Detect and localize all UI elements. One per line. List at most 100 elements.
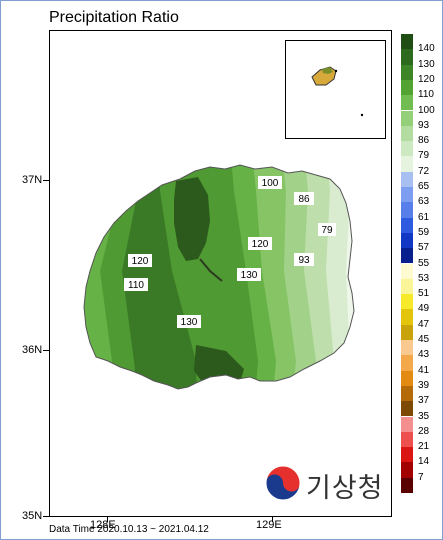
legend-label-28: 28 [418, 425, 430, 437]
kma-emblem-icon [265, 465, 301, 501]
legend-label-37: 37 [418, 395, 430, 407]
contour-label-93: 93 [294, 253, 314, 266]
legend-label-100: 100 [418, 104, 435, 116]
legend-swatch-110 [401, 79, 413, 96]
data-time-footer: Data Time 2020.10.13 ~ 2021.04.12 [49, 524, 209, 535]
fill-130 [84, 165, 200, 389]
legend-swatch-93 [401, 110, 413, 126]
legend-label-39: 39 [418, 379, 430, 391]
river-line [199, 258, 223, 282]
legend-swatch-7 [401, 462, 413, 478]
lon-tick-128 [107, 517, 108, 522]
legend-swatch-28 [401, 416, 413, 432]
ulleungdo-inset [285, 40, 386, 139]
lat-label-36n: 36N [22, 344, 43, 356]
lat-tick-37 [43, 180, 49, 181]
contour-label-130-north: 130 [237, 268, 261, 281]
svg-text:100: 100 [262, 178, 279, 189]
legend-label-86: 86 [418, 135, 430, 147]
svg-text:130: 130 [241, 270, 258, 281]
svg-text:79: 79 [321, 225, 333, 236]
inset-map [311, 66, 364, 117]
legend-label-53: 53 [418, 272, 430, 284]
legend-label-120: 120 [418, 73, 435, 85]
fill-140 [174, 177, 210, 261]
legend-swatch-45 [401, 324, 413, 340]
contour-label-120-east: 120 [248, 237, 272, 250]
legend-label-7: 7 [418, 471, 424, 483]
legend-label-49: 49 [418, 303, 430, 315]
kma-logo-text: 기상청 [306, 473, 384, 504]
legend-swatch-21 [401, 431, 413, 448]
contour-label-130-south: 130 [177, 315, 201, 328]
contour-label-110: 110 [124, 278, 148, 291]
legend-label-57: 57 [418, 242, 430, 254]
svg-text:110: 110 [128, 280, 144, 291]
legend-swatch-41 [401, 355, 413, 371]
legend-swatch-53 [401, 263, 413, 279]
legend-swatch-min [401, 477, 413, 493]
lon-tick-129 [272, 517, 273, 522]
legend-swatch-86 [401, 125, 413, 142]
legend-swatch-72 [401, 156, 413, 172]
ulleungdo-peak [322, 67, 333, 74]
legend-swatch-140 [401, 34, 413, 50]
fill-93-west [84, 165, 86, 389]
legend-swatch-57 [401, 232, 413, 249]
legend-swatch-120 [401, 64, 413, 80]
svg-text:86: 86 [298, 194, 310, 205]
legend-swatch-35 [401, 401, 413, 417]
legend-swatch-63 [401, 187, 413, 203]
svg-text:120: 120 [132, 256, 149, 267]
dokdo-dot [360, 113, 364, 117]
legend-swatch-14 [401, 447, 413, 463]
contour-label-120-west: 120 [128, 254, 152, 267]
legend-label-41: 41 [418, 364, 430, 376]
fill-110-west [84, 165, 130, 389]
precipitation-map: 100 86 79 120 93 120 130 110 [83, 164, 355, 390]
legend-label-59: 59 [418, 226, 430, 238]
legend-label-45: 45 [418, 334, 430, 345]
legend-swatch-37 [401, 385, 413, 402]
legend-swatch-49 [401, 294, 413, 310]
legend-label-93: 93 [418, 119, 430, 131]
kma-logo: 기상청 [264, 464, 386, 504]
legend-swatch-130 [401, 49, 413, 65]
lon-label-129e: 129E [256, 519, 282, 531]
svg-text:130: 130 [181, 317, 198, 328]
legend-label-51: 51 [418, 288, 430, 300]
legend-label-130: 130 [418, 58, 435, 70]
contour-label-79: 79 [318, 223, 336, 236]
legend-swatch-100 [401, 95, 413, 111]
legend-label-110: 110 [418, 89, 434, 101]
legend-label-55: 55 [418, 257, 430, 269]
legend-swatch-59 [401, 217, 413, 233]
legend-swatch-79 [401, 141, 413, 157]
legend-label-43: 43 [418, 349, 430, 361]
legend-label-35: 35 [418, 410, 430, 422]
lat-label-37n: 37N [22, 174, 43, 186]
svg-text:93: 93 [298, 255, 310, 266]
contour-label-86: 86 [294, 192, 314, 205]
legend-swatch-47 [401, 309, 413, 325]
legend-label-140: 140 [418, 43, 435, 55]
legend-label-79: 79 [418, 150, 430, 162]
legend-label-21: 21 [418, 441, 430, 453]
legend-label-61: 61 [418, 211, 430, 223]
legend-swatch-65 [401, 171, 413, 187]
map-plot-area: 100 86 79 120 93 120 130 110 [49, 30, 392, 517]
lat-label-35n: 35N [22, 510, 43, 522]
contour-label-100: 100 [258, 176, 282, 189]
lon-label-128e: 128E [90, 519, 116, 531]
legend-swatch-55 [401, 248, 413, 264]
legend-label-47: 47 [418, 318, 430, 330]
legend-label-65: 65 [418, 181, 430, 192]
region-border [83, 164, 355, 390]
island-dot [334, 69, 338, 73]
legend-swatch-61 [401, 202, 413, 218]
lat-tick-36 [43, 350, 49, 351]
legend-label-72: 72 [418, 165, 430, 177]
legend-label-14: 14 [418, 456, 430, 468]
svg-text:120: 120 [252, 239, 269, 250]
legend-swatch-43 [401, 340, 413, 356]
